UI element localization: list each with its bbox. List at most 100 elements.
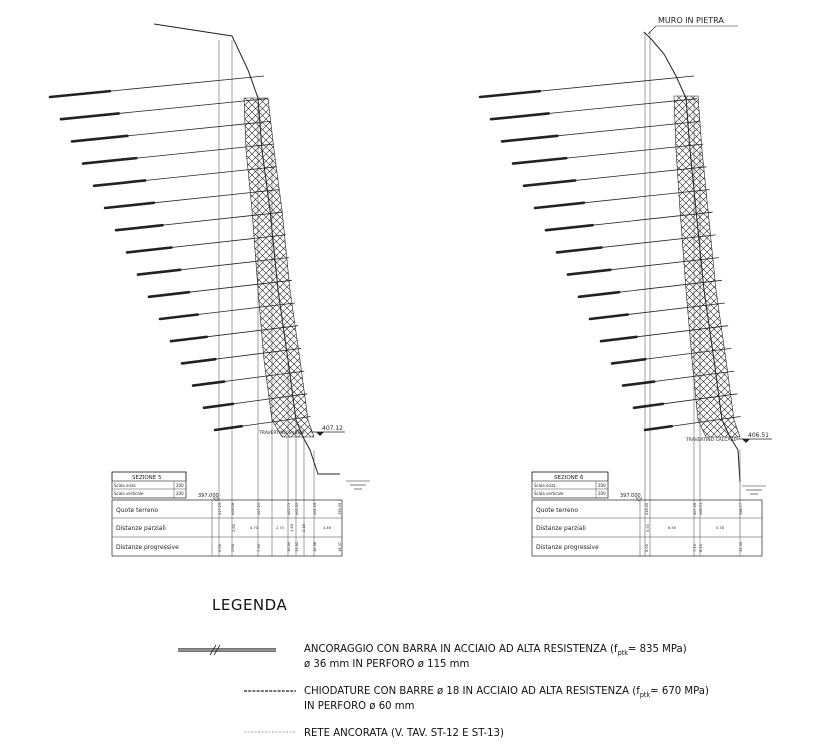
anchor-6-3 <box>511 143 704 165</box>
table-values-6: 418.40 407.16 406.51 398.77 0.55 6.55 0.… <box>645 503 743 552</box>
anchor-5-9 <box>147 279 292 299</box>
stone-wall-label: MURO IN PIETRA <box>647 16 738 35</box>
water-level-6 <box>742 485 766 495</box>
wall-label: MURO IN PIETRA <box>658 16 724 25</box>
partial-5-1: 4.70 <box>250 526 258 530</box>
substrate-label-5: TRAVERTINO SABBIE <box>258 430 305 436</box>
anchor-6-9 <box>577 279 722 299</box>
progressive-5-1: 2.60 <box>231 544 235 552</box>
scale-h-label-5: Scala orizz. <box>114 483 137 488</box>
legend-item-net: RETE ANCORATA (V. TAV. ST-12 E ST-13) <box>304 726 504 739</box>
anchor-6-4 <box>522 166 707 188</box>
quote-6-0: 418.40 <box>645 503 649 515</box>
reinforced-net <box>243 97 315 438</box>
svg-text:200: 200 <box>598 483 606 488</box>
quote-6-1: 407.16 <box>693 503 697 515</box>
progressive-6-2: 8.10 <box>699 544 703 552</box>
anchor-6-14 <box>632 393 738 410</box>
anchor-6-6 <box>544 211 713 232</box>
progressive-6-1: 7.10 <box>693 544 697 552</box>
partial-5-3: 1.58 <box>290 524 294 532</box>
ground-level-marker-5: 407.12 <box>310 425 345 436</box>
legend-symbols <box>178 644 296 733</box>
quote-5-2: 407.25 <box>257 503 261 515</box>
progressive-5-0: 0.00 <box>218 544 222 552</box>
partial-5-5: 4.46 <box>323 526 331 530</box>
section-5-title: SEZIONE 5 <box>132 475 162 481</box>
anchor-6-10 <box>588 302 726 321</box>
anchor-6-12 <box>610 348 732 365</box>
legend-item-anchor-line2: ø 36 mm IN PERFORO ø 115 mm <box>304 657 470 670</box>
quote-5-0: 417.25 <box>218 503 222 515</box>
section-5: 407.12 TRAVERTINO SABBIE SEZIONE 5 Scala… <box>48 23 370 557</box>
partial-6-1: 6.55 <box>668 526 676 530</box>
anchor-6-8 <box>566 257 719 276</box>
ground-level-value-5: 407.12 <box>322 425 343 432</box>
anchor-6-5 <box>533 189 710 210</box>
anchor-5-12 <box>180 348 302 365</box>
water-level-5 <box>346 480 370 490</box>
anchor-6-2 <box>500 121 701 143</box>
legend-item-nails: CHIODATURE CON BARRE ø 18 IN ACCIAIO AD … <box>304 684 709 700</box>
partial-5-0: 2.60 <box>232 524 236 532</box>
section-6-vertical-lines <box>644 32 741 556</box>
section-6: MURO IN PIETRA 406.51 TRAVERTINO CALCARE… <box>478 16 772 557</box>
progressive-6-3: 15.33 <box>739 542 743 552</box>
anchors-section-5 <box>48 75 311 432</box>
anchor-6-13 <box>621 370 735 387</box>
anchors-section-6 <box>478 75 741 432</box>
row-label-progressive-5: Distanze progressive <box>116 544 179 551</box>
anchor-5-14 <box>202 393 308 410</box>
svg-text:200: 200 <box>176 483 184 488</box>
partial-6-0: 0.55 <box>646 524 650 532</box>
slope-profile <box>153 23 340 475</box>
substrate-label-6: TRAVERTINO CALCARE <box>685 437 737 443</box>
quote-6-2: 406.51 <box>699 503 703 515</box>
scale-v-label-6: Scala verticale <box>534 491 564 496</box>
anchor-5-11 <box>169 325 299 343</box>
quote-5-4: 402.05 <box>295 503 299 515</box>
progressive-5-6: 18.37 <box>338 542 342 552</box>
anchor-5-3 <box>81 143 274 165</box>
legend-title: LEGENDA <box>212 596 288 614</box>
anchor-5-4 <box>92 166 277 188</box>
anchor-6-0 <box>478 75 695 99</box>
anchor-5-8 <box>136 257 289 276</box>
row-label-quote-6: Quote terreno <box>536 507 578 514</box>
row-label-partial-5: Distanze parziali <box>116 525 166 532</box>
anchor-6-15 <box>643 416 741 432</box>
table-values-5: 417.25 409.18 407.25 402.73 402.05 401.5… <box>218 503 342 552</box>
section-5-vertical-lines <box>218 40 315 556</box>
quote-6-3: 398.77 <box>739 503 743 515</box>
section-6-title: SEZIONE 6 <box>554 475 584 481</box>
anchor-6-11 <box>599 325 729 343</box>
progressive-5-2: 7.30 <box>257 544 261 552</box>
partial-6-2: 0.78 <box>716 526 724 530</box>
anchor-5-6 <box>114 211 283 232</box>
anchor-bar-symbol <box>178 644 276 656</box>
reinforced-net-6 <box>673 95 741 438</box>
quote-5-1: 409.18 <box>231 503 235 515</box>
partial-5-2: 2.74 <box>276 526 285 530</box>
row-label-partial-6: Distanze parziali <box>536 525 586 532</box>
quote-5-6: 398.59 <box>338 503 342 515</box>
anchor-5-5 <box>103 189 280 210</box>
row-label-quote-5: Quote terreno <box>116 507 158 514</box>
progressive-5-4: 11.62 <box>295 542 299 552</box>
quote-5-5: 401.59 <box>313 503 317 515</box>
datum-5: 397.000 <box>198 493 219 499</box>
anchor-5-2 <box>70 121 271 143</box>
ground-level-marker-6: 406.51 <box>736 432 772 443</box>
datum-6: 397.000 <box>620 493 641 499</box>
anchor-5-1 <box>59 98 268 121</box>
ground-level-value-6: 406.51 <box>748 432 769 439</box>
row-label-progressive-6: Distanze progressive <box>536 544 599 551</box>
legend-item-nails-line2: IN PERFORO ø 60 mm <box>304 699 415 712</box>
svg-text:200: 200 <box>176 491 184 496</box>
progressive-5-3: 10.04 <box>287 541 291 552</box>
anchor-5-7 <box>125 234 286 254</box>
scale-v-label-5: Scala verticale <box>114 491 144 496</box>
quote-5-3: 402.73 <box>287 503 291 515</box>
partial-5-4: 2.16 <box>302 524 306 532</box>
